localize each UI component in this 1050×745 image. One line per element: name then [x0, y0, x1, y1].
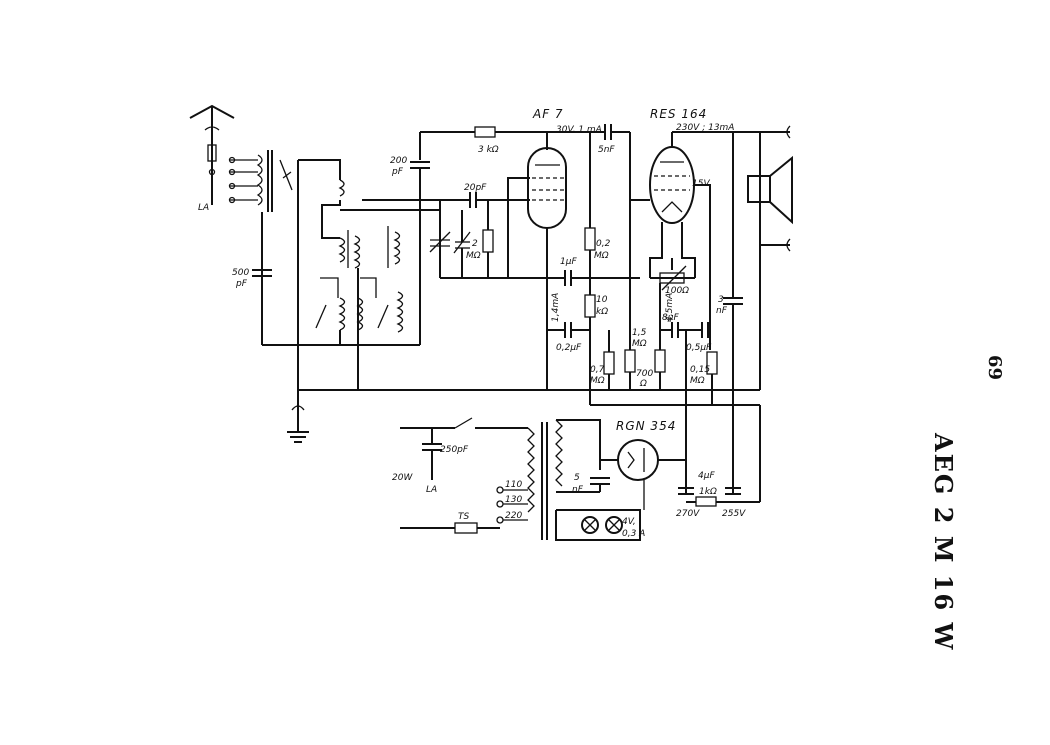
- tap110-label: 110: [505, 480, 522, 490]
- w20-label: 20W: [392, 473, 413, 483]
- pilot-lamp-2: [605, 516, 623, 534]
- v15-label: 15V: [692, 179, 710, 189]
- r2m-unit: MΩ: [466, 251, 481, 261]
- r15-label: 1,5: [632, 328, 647, 338]
- i45-label: 4,5mA: [665, 293, 675, 322]
- power-switch: [454, 417, 473, 429]
- v255-label: 255V: [722, 509, 746, 519]
- c05u-label: 0,5μF: [686, 343, 712, 353]
- c500-unit: pF: [235, 279, 248, 289]
- c250-label: 250pF: [440, 445, 469, 455]
- antenna-section: LA 500 pF: [189, 104, 293, 345]
- c4u-label: 4μF: [698, 471, 715, 481]
- r07-label: 0,7: [590, 365, 605, 375]
- band-switch-2: [377, 304, 389, 329]
- c500-label: 500: [232, 268, 249, 278]
- r3k-label: 3 kΩ: [478, 145, 499, 155]
- coil-bank: [262, 159, 440, 390]
- c02u-label: 0,2μF: [556, 343, 582, 353]
- af7-tube: [527, 147, 567, 229]
- rgn354-tube: [617, 439, 659, 481]
- band-switch-1: [315, 304, 327, 329]
- r700-unit: Ω: [639, 379, 647, 389]
- tap220-label: 220: [505, 511, 522, 521]
- rgn354-label: RGN 354: [616, 419, 676, 433]
- c3n-unit: nF: [716, 306, 728, 316]
- r700-label: 700: [636, 369, 653, 379]
- af7-stage: 3 kΩ 200 pF AF 7 30V, 1 mA 20pF: [362, 107, 647, 405]
- c5n2-label: 5: [574, 473, 580, 483]
- r015-label: 0,15: [690, 365, 710, 375]
- c20p-label: 20pF: [464, 183, 487, 193]
- tap130-label: 130: [505, 495, 522, 505]
- lamp-a-label: 0,3 A: [622, 529, 645, 539]
- pilot-lamp-1: [581, 516, 599, 534]
- r2m-label: 2: [472, 239, 478, 249]
- af7-label: AF 7: [532, 107, 564, 121]
- model-title: AEG 2 M 16 W: [929, 433, 958, 652]
- af7-supply-label: 30V, 1 mA: [556, 125, 602, 135]
- r10k-unit: kΩ: [596, 307, 608, 317]
- antenna-label: LA: [198, 203, 209, 213]
- c8u-label: 8μF: [662, 313, 679, 323]
- coils-upper: [338, 226, 401, 269]
- page-number: 69: [984, 355, 1005, 381]
- c200-label: 200: [390, 156, 407, 166]
- r015-unit: MΩ: [690, 376, 705, 386]
- res164-label: RES 164: [650, 107, 707, 121]
- res164-supply-label: 230V ; 13mA: [676, 123, 734, 133]
- r02m-label: 0,2: [596, 239, 611, 249]
- c5n-label: 5nF: [598, 145, 615, 155]
- speaker: [747, 125, 793, 390]
- r15-unit: MΩ: [632, 339, 647, 349]
- res164-stage: RES 164 230V ; 13mA 15V 100Ω 4,5mA 8μF 7…: [630, 107, 765, 495]
- speaker-cone: [769, 155, 793, 225]
- fuse: [454, 522, 478, 534]
- la-bottom-label: LA: [426, 485, 437, 495]
- power-supply: 250pF 20W LA 110 130 220 TS 5 nF: [392, 405, 761, 541]
- ground-symbol: [287, 390, 309, 443]
- r1k-label: 1kΩ: [699, 487, 717, 497]
- c1u-label: 1μF: [560, 257, 577, 267]
- ts-label: TS: [458, 512, 469, 522]
- c5n2-unit: nF: [572, 485, 584, 495]
- r07-unit: MΩ: [590, 376, 605, 386]
- res164-tube: [649, 146, 695, 224]
- c200-unit: pF: [391, 167, 404, 177]
- i14-label: 1,4mA: [551, 293, 561, 322]
- v270-label: 270V: [676, 509, 700, 519]
- r100-label: 100Ω: [665, 286, 689, 296]
- r10k-label: 10: [596, 295, 608, 305]
- resistor-3k: [474, 126, 496, 138]
- r02m-unit: MΩ: [594, 251, 609, 261]
- lamp-label: 4V,: [622, 517, 636, 527]
- coils-lower: [338, 291, 404, 333]
- c3n-label: 3: [718, 295, 724, 305]
